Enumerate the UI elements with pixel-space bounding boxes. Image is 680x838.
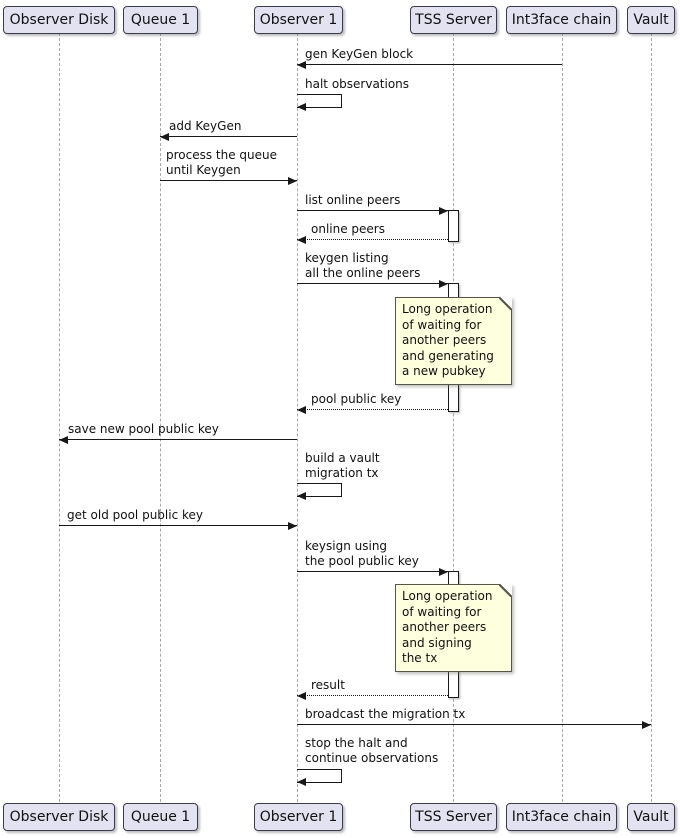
arrowhead-left-icon [59, 436, 68, 444]
participant-label: TSS Server [415, 809, 492, 825]
participant-label: TSS Server [415, 12, 492, 28]
message-label: build a vault migration tx [305, 451, 380, 480]
return-message-arrow [297, 236, 448, 244]
lifeline-tss-server [453, 33, 454, 802]
message-arrow [297, 207, 448, 215]
arrowhead-right-icon [439, 207, 448, 215]
message-label: stop the halt and continue observations [305, 736, 439, 765]
message-label: keygen listing all the online peers [305, 251, 421, 280]
arrowhead-right-icon [642, 721, 651, 729]
message-label: pool public key [311, 392, 402, 406]
participant-box-observer-disk-bottom: Observer Disk [3, 803, 115, 831]
participant-box-int3face-chain-bottom: Int3face chain [506, 803, 617, 831]
arrowhead-left-icon [160, 133, 169, 141]
arrowhead-left-icon [297, 236, 306, 244]
note-fold-icon [499, 297, 512, 310]
note: Long operation of waiting for another pe… [395, 584, 512, 672]
arrowhead-left-icon [297, 492, 306, 500]
message-label: broadcast the migration tx [305, 707, 466, 721]
participant-label: Observer Disk [9, 809, 109, 825]
participant-label: Vault [633, 12, 669, 28]
message-arrow [59, 522, 297, 530]
arrowhead-right-icon [288, 177, 297, 185]
message-label: save new pool public key [68, 422, 219, 436]
arrowhead-right-icon [439, 568, 448, 576]
participant-box-queue-1-bottom: Queue 1 [123, 803, 198, 831]
arrowhead-left-icon [297, 103, 306, 111]
return-message-arrow [297, 406, 448, 414]
participant-label: Vault [633, 809, 669, 825]
participant-label: Observer 1 [259, 809, 338, 825]
message-arrow [160, 177, 297, 185]
participant-box-queue-1: Queue 1 [123, 6, 198, 34]
note-fold-icon [499, 584, 512, 597]
participant-box-observer-1-bottom: Observer 1 [254, 803, 343, 831]
lifeline-observer-disk [59, 33, 60, 802]
activation-bar [448, 210, 459, 242]
message-label: result [311, 678, 345, 692]
participant-label: Queue 1 [130, 12, 191, 28]
note: Long operation of waiting for another pe… [395, 297, 512, 385]
arrowhead-left-icon [297, 61, 306, 69]
message-label: online peers [311, 222, 385, 236]
message-arrow [297, 568, 448, 576]
note-text: Long operation of waiting for another pe… [402, 589, 493, 666]
message-label: keysign using the pool public key [305, 539, 419, 568]
participant-label: Int3face chain [511, 12, 612, 28]
self-message-arrow [297, 483, 342, 500]
message-label: process the queue until Keygen [166, 148, 278, 177]
lifeline-queue-1 [160, 33, 161, 802]
participant-label: Observer 1 [259, 12, 338, 28]
arrowhead-left-icon [297, 692, 306, 700]
message-label: add KeyGen [169, 119, 242, 133]
message-arrow [297, 280, 448, 288]
participant-box-vault: Vault [627, 6, 675, 34]
message-arrow [297, 61, 562, 69]
participant-box-tss-server-bottom: TSS Server [410, 803, 497, 831]
participant-box-tss-server: TSS Server [410, 6, 497, 34]
message-arrow [59, 436, 297, 444]
return-message-arrow [297, 692, 448, 700]
arrowhead-right-icon [288, 522, 297, 530]
message-label: halt observations [305, 77, 410, 91]
message-arrow [160, 133, 297, 141]
participant-label: Observer Disk [9, 12, 109, 28]
arrowhead-left-icon [297, 406, 306, 414]
participant-box-int3face-chain: Int3face chain [506, 6, 617, 34]
lifeline-int3face-chain [562, 33, 563, 802]
note-text: Long operation of waiting for another pe… [402, 302, 494, 379]
participant-label: Queue 1 [130, 809, 191, 825]
message-arrow [297, 721, 651, 729]
message-label: gen KeyGen block [305, 47, 414, 61]
self-message-arrow [297, 94, 342, 111]
participant-box-observer-disk: Observer Disk [3, 6, 115, 34]
lifeline-observer-1 [297, 33, 298, 802]
arrowhead-right-icon [439, 280, 448, 288]
self-message-arrow [297, 769, 342, 786]
participant-box-vault-bottom: Vault [627, 803, 675, 831]
message-label: list online peers [305, 193, 401, 207]
participant-label: Int3face chain [511, 809, 612, 825]
lifeline-vault [651, 33, 652, 802]
participant-box-observer-1: Observer 1 [254, 6, 343, 34]
arrowhead-left-icon [297, 778, 306, 786]
message-label: get old pool public key [67, 508, 204, 522]
